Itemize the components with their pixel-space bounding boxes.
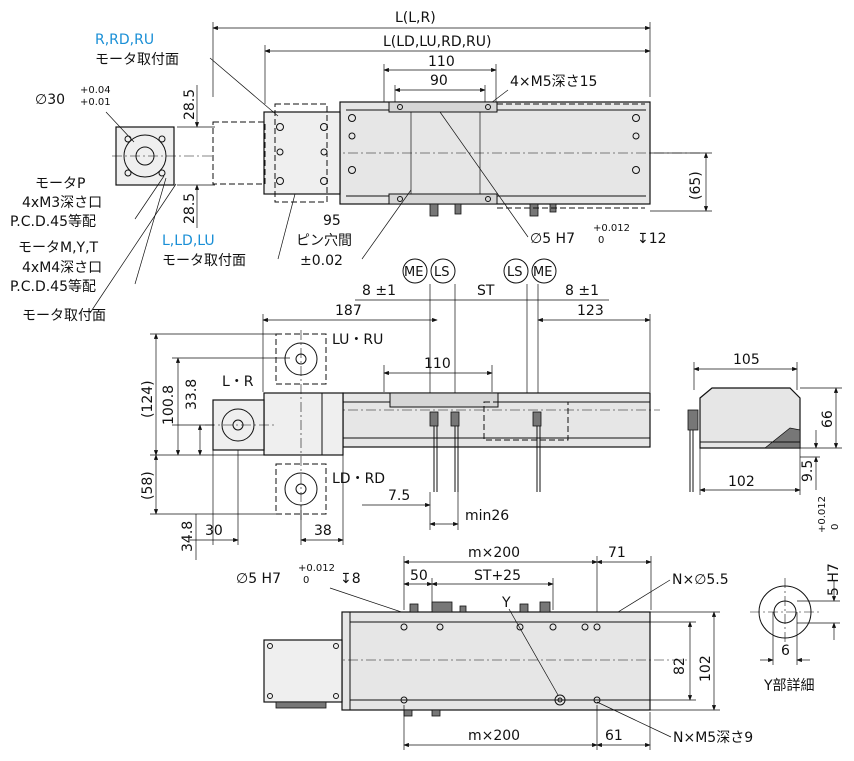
y-detail: 6 5 H7 +0.012 0 Y部詳細 <box>750 496 842 694</box>
front-view: ME LS LS ME 8 ±1 ST 8 ±1 187 123 LU・RU 1… <box>140 258 660 560</box>
n-phi55: N×∅5.5 <box>672 572 729 588</box>
dim-50: 50 <box>410 568 428 584</box>
dim-st: ST <box>477 283 495 299</box>
pin-95: 95 <box>323 213 341 229</box>
side-view: 105 66 9.5 102 <box>687 352 842 495</box>
dim-L-LR: L(L,R) <box>395 10 436 26</box>
side-dim-105: 105 <box>733 352 760 368</box>
phi5-top-tol-lower: 0 <box>598 235 604 246</box>
holes-M5-label: 4×M5深さ15 <box>510 74 597 90</box>
me-right: ME <box>533 265 552 280</box>
dim-min26: min26 <box>465 508 509 524</box>
m200-top: m×200 <box>468 545 520 561</box>
lu-ru-label: LU・RU <box>332 332 383 348</box>
dim-110-top: 110 <box>428 54 455 70</box>
dim-L-other: L(LD,LU,RD,RU) <box>383 34 492 50</box>
detail-tol-upper: +0.012 <box>817 496 828 533</box>
motor-block-bottom <box>263 639 343 703</box>
dim-100-8: 100.8 <box>161 385 177 425</box>
dim-8-right: 8 ±1 <box>565 283 599 299</box>
dim-71: 71 <box>608 545 626 561</box>
ld-rd-label: LD・RD <box>332 471 385 487</box>
actuator-body-bottom <box>341 611 651 711</box>
dim-28-5-bottom: 28.5 <box>182 193 198 224</box>
phi5-top: ∅5 H7 <box>530 231 575 247</box>
motor-face-label-L: モータ取付面 <box>162 253 246 269</box>
dim-123: 123 <box>577 303 604 319</box>
motor-p-label: モータP <box>35 176 85 192</box>
dim-st25: ST+25 <box>474 568 521 584</box>
side-dim-102: 102 <box>728 474 755 490</box>
detail-title: Y部詳細 <box>763 678 815 694</box>
motor-myt-holes: 4xM4深さ口 <box>22 260 102 276</box>
detail-dim-6: 6 <box>781 643 790 659</box>
motor-p-pcd: P.C.D.45等配 <box>10 213 96 230</box>
dim-38: 38 <box>314 523 332 539</box>
motor-myt-label: モータM,Y,T <box>18 240 99 256</box>
motor-myt-pcd: P.C.D.45等配 <box>10 278 96 295</box>
dim-90: 90 <box>430 73 448 89</box>
dim-187: 187 <box>335 303 362 319</box>
phi30-tol-lower: +0.01 <box>80 97 111 108</box>
pin-tol: ±0.02 <box>300 253 343 269</box>
motor-face-code-L: L,LD,LU <box>162 233 215 249</box>
motor-face-label-2: モータ取付面 <box>22 308 106 324</box>
phi5-bottom-tol-upper: +0.012 <box>298 563 335 574</box>
phi5-top-tol-upper: +0.012 <box>593 223 630 234</box>
y-marker: Y <box>501 595 511 611</box>
n-m5: N×M5深さ9 <box>673 730 753 746</box>
l-r-label: L・R <box>222 374 254 390</box>
phi5-top-depth: ↧12 <box>637 231 667 247</box>
phi30-label: ∅30 <box>35 92 65 108</box>
bottom-view: m×200 71 ∅5 H7 +0.012 0 ↧8 50 ST+25 N×∅5… <box>236 545 753 750</box>
dim-33-8: 33.8 <box>184 379 200 410</box>
dim-110-front: 110 <box>424 356 451 372</box>
motor-face-label-R: モータ取付面 <box>95 52 179 68</box>
dim-61: 61 <box>605 728 623 744</box>
motor-p-holes: 4xM3深さ口 <box>22 195 102 211</box>
ls-left: LS <box>434 265 450 280</box>
dim-7-5: 7.5 <box>388 488 410 504</box>
detail-tol-lower: 0 <box>830 524 841 530</box>
phi5-bottom-tol-lower: 0 <box>303 575 309 586</box>
pin-label: ピン穴間 <box>296 233 352 249</box>
dim-34-8: 34.8 <box>180 521 196 552</box>
detail-hole-spec: 5 H7 <box>826 563 842 596</box>
phi5-bottom-depth: ↧8 <box>340 571 361 587</box>
phi30-tol-upper: +0.04 <box>80 85 111 96</box>
side-dim-66: 66 <box>820 410 836 428</box>
top-view: L(L,R) L(LD,LU,RD,RU) 110 90 4×M5深さ15 <box>10 10 712 324</box>
dim-8-left: 8 ±1 <box>362 283 396 299</box>
m200-bottom: m×200 <box>468 728 520 744</box>
dim-102-bottom: 102 <box>698 655 714 682</box>
dim-28-5-top: 28.5 <box>182 89 198 120</box>
motor-face-code-R: R,RD,RU <box>95 32 154 48</box>
motor-L-R <box>212 399 265 451</box>
dim-65: (65) <box>688 171 704 200</box>
dim-30: 30 <box>205 523 223 539</box>
dim-58: (58) <box>140 471 156 500</box>
phi5-bottom: ∅5 H7 <box>236 571 281 587</box>
motor-block-front <box>263 392 344 456</box>
dim-82: 82 <box>672 657 688 675</box>
me-left: ME <box>404 265 423 280</box>
side-dim-9-5: 9.5 <box>800 460 816 482</box>
ls-right: LS <box>507 265 523 280</box>
dim-124: (124) <box>140 380 156 418</box>
